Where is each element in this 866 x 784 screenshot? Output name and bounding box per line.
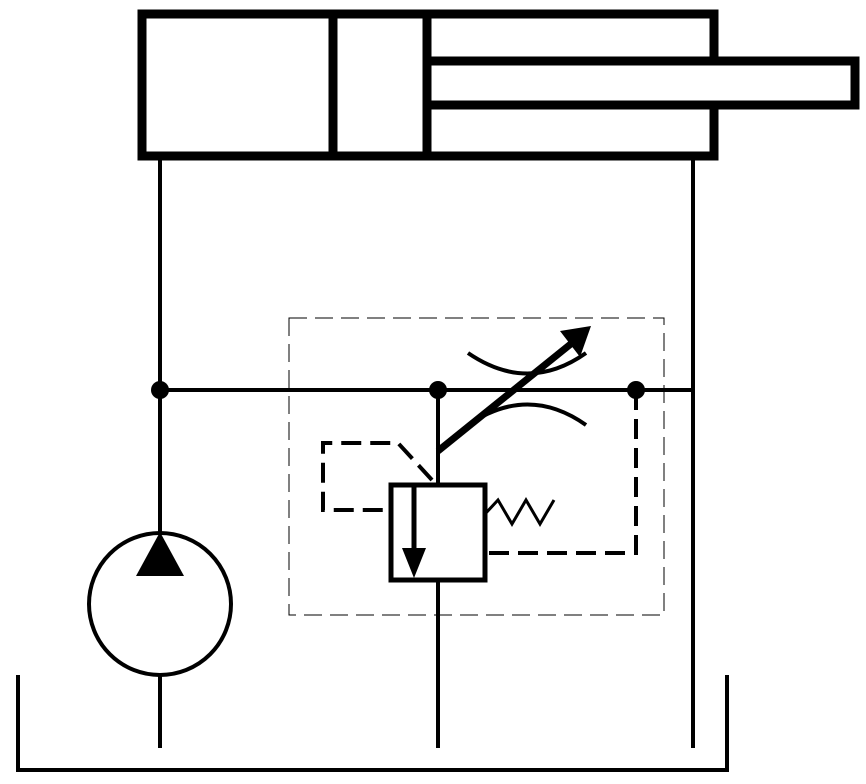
adjustable-arrow-head-icon [560, 326, 591, 357]
hydraulic-cylinder [137, 9, 860, 161]
adjustable-arrow-shaft [435, 340, 575, 454]
compensator-spring-icon [483, 497, 556, 527]
throttle-upper-arc [466, 351, 588, 376]
pilot-lines [321, 390, 638, 555]
upstream-pilot-line [321, 441, 434, 512]
downstream-pilot-line [485, 390, 638, 555]
flow-control-valve-enclosure [288, 317, 665, 616]
variable-throttle [435, 326, 591, 454]
compensator-flow-arrow-head-icon [402, 548, 426, 578]
reservoir-tank [16, 675, 729, 772]
pump-direction-triangle-icon [136, 532, 184, 576]
cylinder-piston-rod [422, 56, 860, 110]
junction-dot-middle [429, 381, 447, 399]
pressure-compensator [388, 482, 556, 583]
compensator-valve-body [388, 482, 488, 583]
hydraulic-pump [87, 531, 233, 677]
junction-dot-left [151, 381, 169, 399]
hydraulic-lines [158, 156, 695, 748]
